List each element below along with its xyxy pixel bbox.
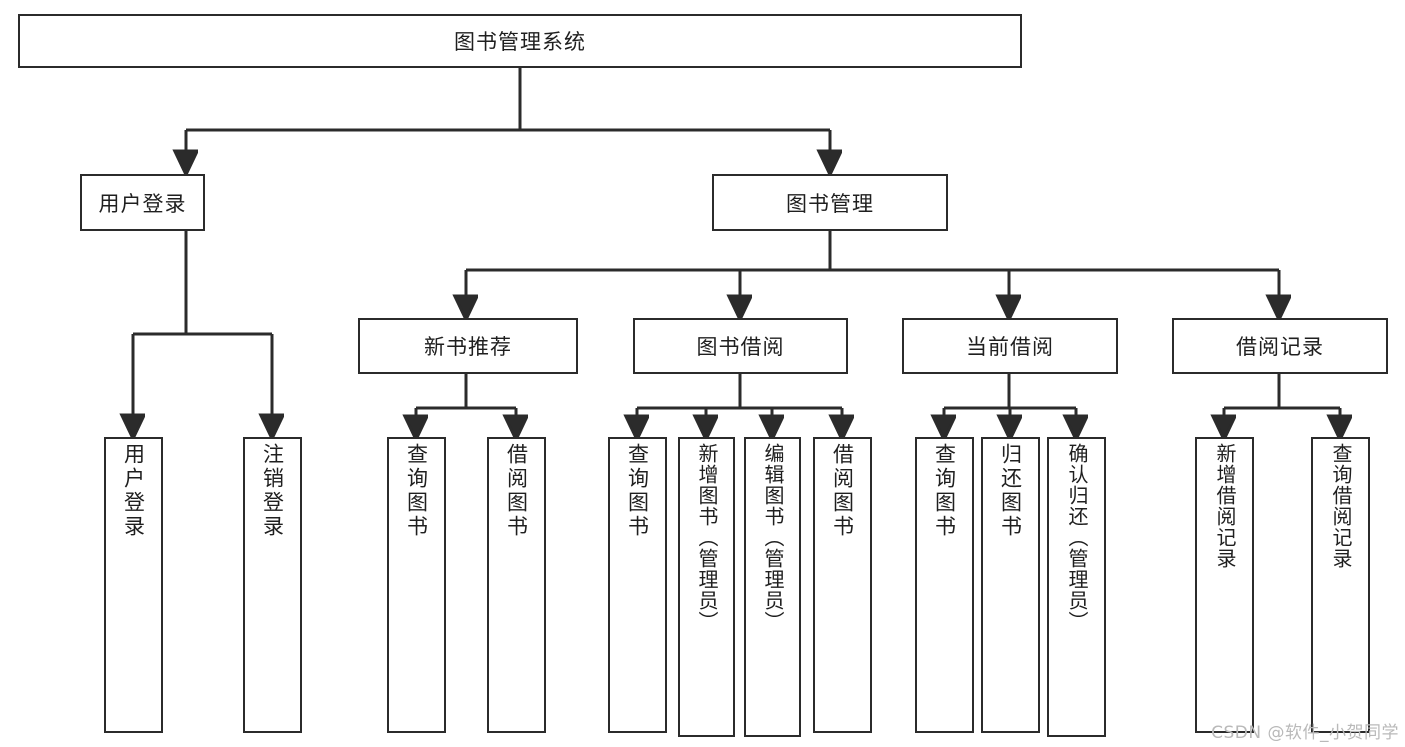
node-root[interactable]: 图书管理系统 [18, 14, 1022, 68]
node-borrow-record[interactable]: 借阅记录 [1172, 318, 1388, 374]
leaf-borrow-add-book-admin[interactable]: 新增图书（管理员） [678, 437, 735, 737]
node-user-login[interactable]: 用户登录 [80, 174, 205, 231]
node-book-borrow[interactable]: 图书借阅 [633, 318, 848, 374]
leaf-borrow-query-book[interactable]: 查询图书 [608, 437, 667, 733]
leaf-user-login[interactable]: 用户登录 [104, 437, 163, 733]
csdn-watermark: CSDN @软件_小贺同学 [1211, 723, 1399, 743]
leaf-borrow-edit-book-admin[interactable]: 编辑图书（管理员） [744, 437, 801, 737]
node-book-manage[interactable]: 图书管理 [712, 174, 948, 231]
leaf-recommend-borrow-book[interactable]: 借阅图书 [487, 437, 546, 733]
leaf-user-logout[interactable]: 注销登录 [243, 437, 302, 733]
leaf-record-add-borrow-record[interactable]: 新增借阅记录 [1195, 437, 1254, 733]
node-current-borrow[interactable]: 当前借阅 [902, 318, 1118, 374]
leaf-borrow-borrow-book[interactable]: 借阅图书 [813, 437, 872, 733]
leaf-current-return-book[interactable]: 归还图书 [981, 437, 1040, 733]
leaf-recommend-query-book[interactable]: 查询图书 [387, 437, 446, 733]
leaf-current-confirm-return-admin[interactable]: 确认归还（管理员） [1047, 437, 1106, 737]
leaf-record-query-borrow-record[interactable]: 查询借阅记录 [1311, 437, 1370, 733]
node-new-book-recommendation[interactable]: 新书推荐 [358, 318, 578, 374]
leaf-current-query-book[interactable]: 查询图书 [915, 437, 974, 733]
